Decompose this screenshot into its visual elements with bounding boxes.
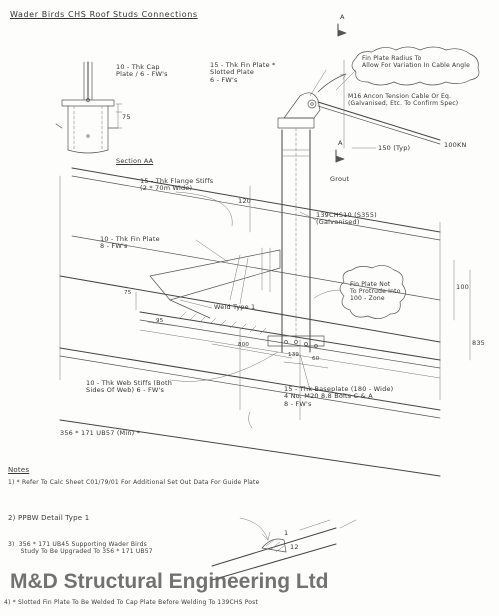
fin-plate-note-cloud [335,46,480,91]
dim-835: 835 [472,339,486,347]
fin-plate-note2-cloud [339,265,406,319]
roof-slab [59,167,441,401]
load-label: 100KN [444,141,467,149]
drawing-title: Wader Birds CHS Roof Studs Connections [10,10,198,19]
company-watermark: M&D Structural Engineering Ltd [10,570,329,593]
web-stiffs-label: 10 - Thk Web Stiffs (Both Sides Of Web) … [86,379,173,395]
flange-stiffs-label: 15 - Thk Flange Stiffs (2 * 70m Wide) [140,177,214,193]
dim-150-typ: 150 (Typ) [378,144,411,152]
cap-plate-label: 10 - Thk Cap Plate / 6 - FW's [116,63,168,79]
grout-label: Grout [330,175,350,183]
mid-fin-plate [149,247,281,319]
dim-800: 800 [238,342,250,348]
baseplate-label: 15 - Thk Baseplate (180 - Wide) 4 No. M2… [284,385,394,408]
weld-detail [211,517,357,581]
cap-plate-detail [55,61,123,154]
weld-dim-1: 1 [284,529,289,537]
section-marker-a-top: A [340,13,345,21]
note-3: 3) 356 * 171 UB45 Supporting Wader Birds… [8,541,153,555]
cable-label: M16 Ancon Tension Cable Or Eq. (Galvanis… [348,93,459,107]
weld-dim-12: 12 [290,543,299,551]
dim-100: 100 [456,283,470,291]
leader-lines [169,191,341,429]
section-aa-title: Section AA [116,157,154,165]
notes-heading: Notes [8,466,30,474]
dim-75: 75 [122,113,131,121]
weld-type-label: Weld Type 1 [214,303,256,311]
dim-75-b: 75 [124,290,132,296]
dim-120: 120 [238,197,252,205]
bolt-symbols [284,340,318,348]
ub-label: 356 * 171 UB57 (Min) * [60,429,141,437]
section-marker-top [337,23,347,37]
fin-plate-note2: Fin Plate Not To Protrude Into 100 - Zon… [350,281,401,302]
note-4: 4) * Slotted Fin Plate To Be Welded To C… [4,599,259,606]
chs-label: 139CHS10 (S355) (Galvanised) [316,211,377,227]
fin-plate-mid-label: 10 - Thk Fin Plate 8 - FW's [100,235,160,251]
fin-plate-top-label: 15 - Thk Fin Plate * Slotted Plate 6 - F… [210,61,276,84]
section-marker-mid [335,149,345,163]
top-fin-plate [283,69,441,145]
dim-60: 60 [312,356,320,362]
dim-95: 95 [156,318,164,324]
section-marker-a-mid: A [338,139,343,147]
note-1: 1) * Refer To Calc Sheet C01/79/01 For A… [8,479,260,486]
dimension-lines [135,59,471,369]
fin-plate-radius-note: Fin Plate Radius To Allow For Variation … [362,55,471,69]
note-2: 2) PPBW Detail Type 1 [8,514,90,522]
baseplate-weld-hatching [179,311,325,347]
dim-139: 139 [288,352,300,358]
